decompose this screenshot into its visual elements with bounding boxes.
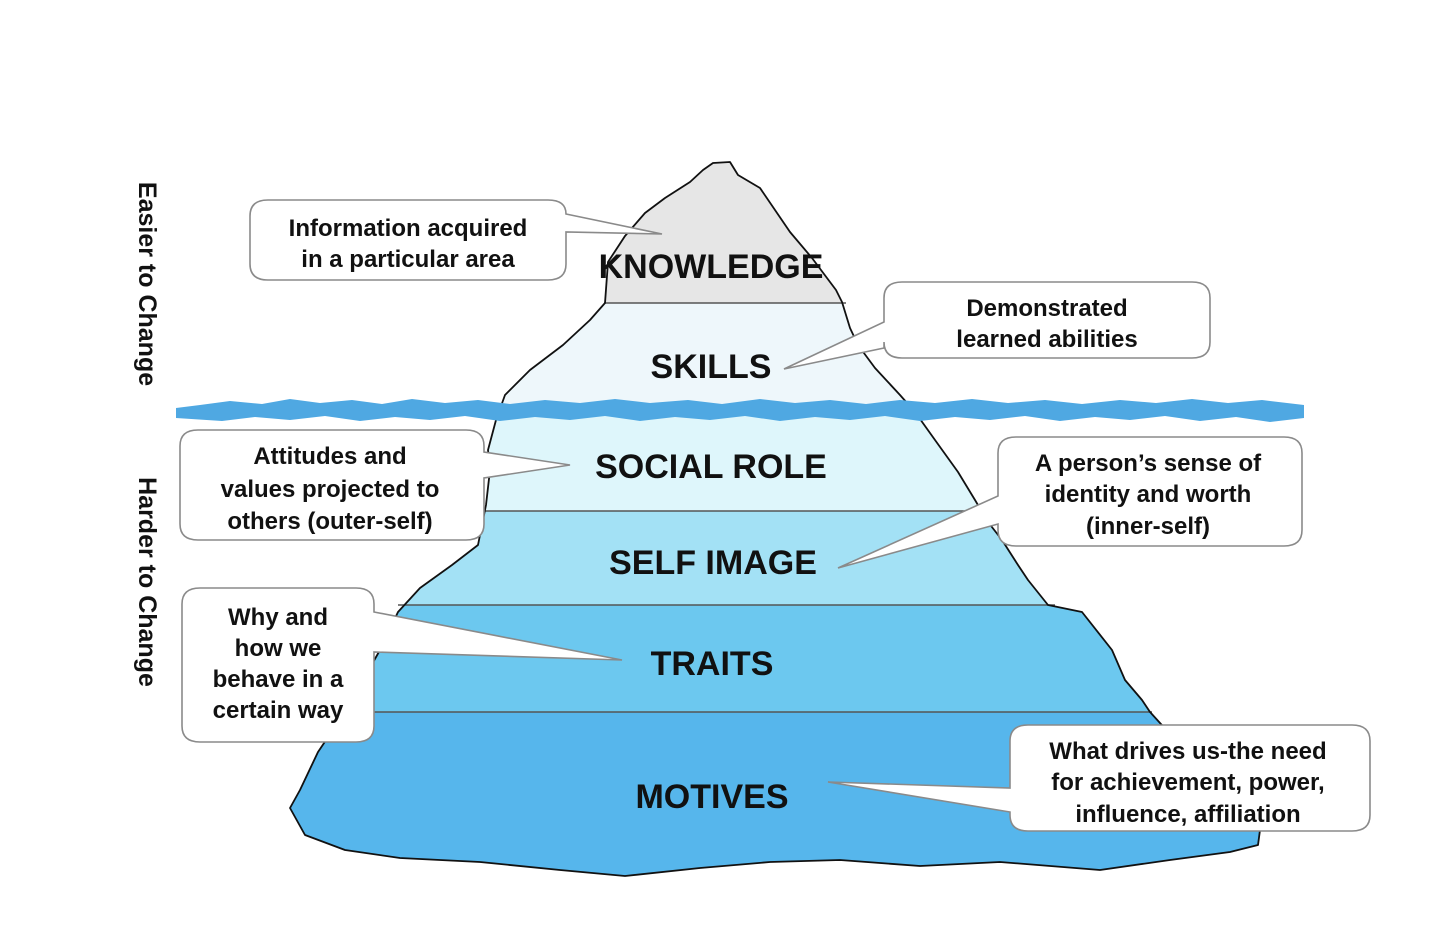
- callout-motives: What drives us-the need for achievement,…: [827, 724, 1371, 832]
- callout-motives-line-2: for achievement, power,: [1051, 769, 1324, 796]
- layer-label-skills: SKILLS: [651, 348, 772, 386]
- callout-skills: Demonstrated learned abilities: [783, 281, 1211, 370]
- callout-traits-line-2: how we: [235, 635, 322, 662]
- callout-social-role: Attitudes and values projected to others…: [179, 429, 571, 541]
- water-line: [176, 399, 1304, 422]
- callout-social-role-line-3: others (outer-self): [227, 508, 432, 535]
- callout-social-role-line-2: values projected to: [221, 476, 440, 503]
- axis-label-harder-to-change: Harder to Change: [133, 477, 161, 687]
- callout-traits-line-1: Why and: [228, 604, 328, 631]
- callout-motives-line-1: What drives us-the need: [1049, 738, 1326, 765]
- callout-knowledge-bubble: [249, 199, 663, 281]
- callout-self-image-line-2: identity and worth: [1045, 481, 1252, 508]
- callout-motives-bubble: [827, 724, 1371, 832]
- layer-label-motives: MOTIVES: [635, 778, 788, 816]
- callout-skills-line-2: learned abilities: [956, 326, 1137, 353]
- axis-label-easier-to-change: Easier to Change: [133, 182, 161, 386]
- callout-traits: Why and how we behave in a certain way: [181, 587, 623, 743]
- callout-traits-line-4: certain way: [213, 697, 344, 724]
- callout-self-image: A person’s sense of identity and worth (…: [837, 436, 1303, 569]
- layer-label-knowledge: KNOWLEDGE: [599, 248, 824, 286]
- layer-label-self-image: SELF IMAGE: [609, 544, 817, 582]
- callout-self-image-line-1: A person’s sense of: [1035, 450, 1262, 477]
- callout-motives-line-3: influence, affiliation: [1075, 801, 1300, 828]
- callout-self-image-bubble: [837, 436, 1303, 569]
- callout-knowledge-line-1: Information acquired: [289, 215, 528, 242]
- callout-traits-bubble: [181, 587, 623, 743]
- callout-traits-line-3: behave in a: [213, 666, 344, 693]
- callout-skills-line-1: Demonstrated: [966, 295, 1127, 322]
- layer-label-social-role: SOCIAL ROLE: [595, 448, 827, 486]
- iceberg-outline: [289, 161, 1261, 877]
- callout-self-image-line-3: (inner-self): [1086, 513, 1210, 540]
- callout-social-role-bubble: [179, 429, 571, 541]
- callout-knowledge: Information acquired in a particular are…: [249, 199, 663, 281]
- callout-social-role-line-1: Attitudes and: [253, 443, 406, 470]
- callout-skills-bubble: [783, 281, 1211, 370]
- layer-label-traits: TRAITS: [651, 645, 774, 683]
- callout-knowledge-line-2: in a particular area: [301, 246, 515, 273]
